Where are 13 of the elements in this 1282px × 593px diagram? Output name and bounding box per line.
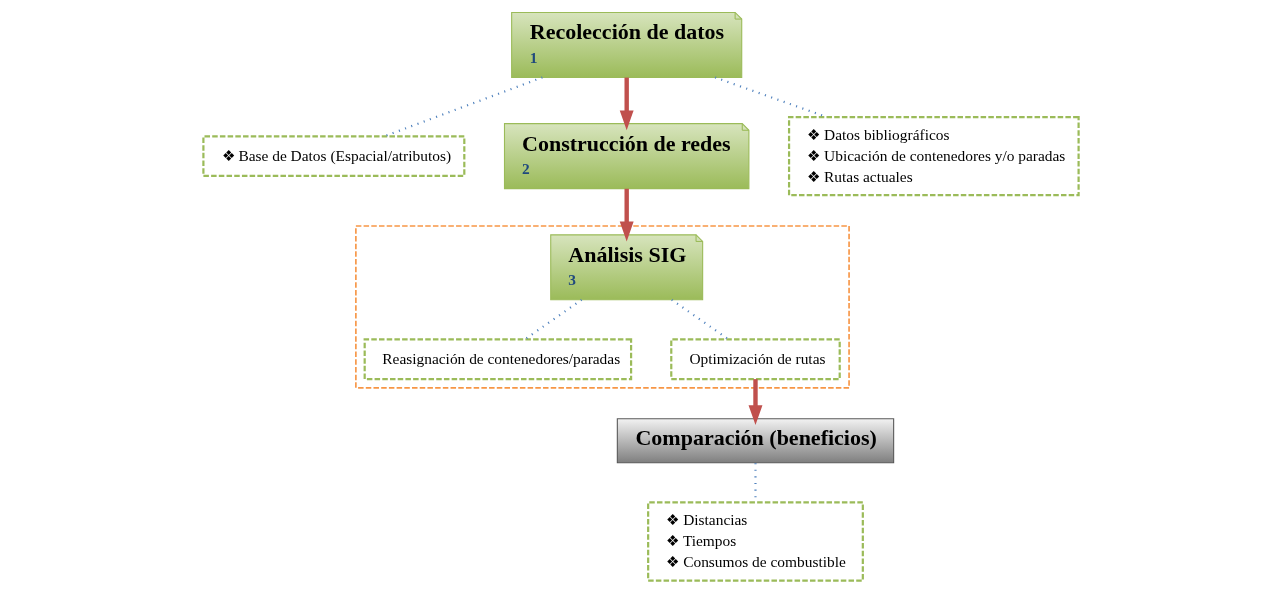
connector [671, 298, 729, 341]
node-box: Optimización de rutas [670, 338, 841, 381]
node-box: Reasignación de contenedores/paradas [363, 338, 633, 381]
arrow [619, 77, 634, 131]
connector [384, 76, 543, 138]
arrow [748, 379, 763, 426]
cluster [355, 225, 850, 389]
node-box: ❖ Datos bibliográficos ❖ Ubicación de contenedores y/o paradas ❖ Rutas actuales [787, 115, 1080, 197]
connector [524, 298, 583, 341]
node-box: ❖ Base de Datos (Espacial/atributos) [202, 135, 466, 178]
node-box: ❖ Distancias ❖ Tiempos ❖ Consumos de combustible [647, 501, 864, 582]
node-box: Comparación (beneficios) [616, 418, 895, 464]
arrow [619, 188, 634, 242]
